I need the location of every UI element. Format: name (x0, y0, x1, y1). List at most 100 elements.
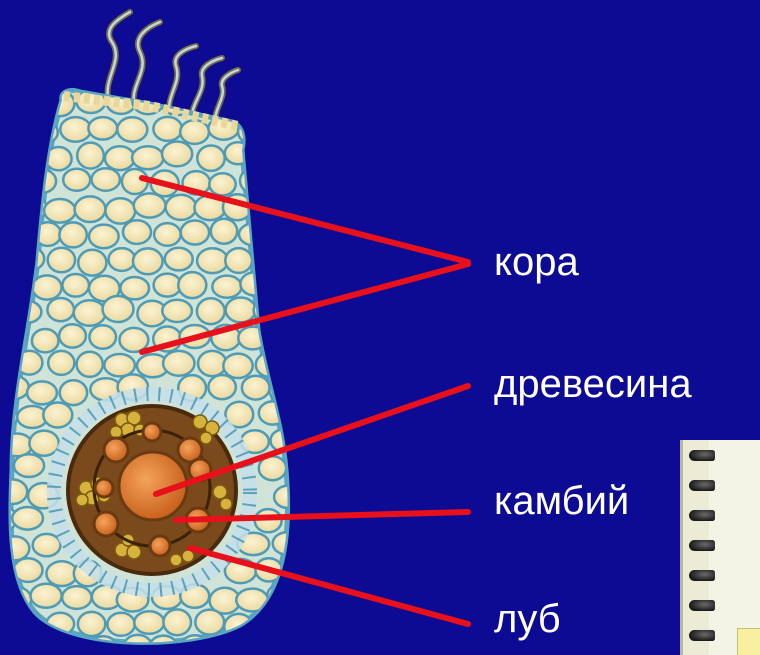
cortex-cell (32, 275, 61, 299)
cortex-cell (165, 248, 193, 271)
cortex-cell (13, 143, 43, 168)
cortex-cell (78, 612, 105, 636)
cortex-cell (134, 193, 166, 217)
cortex-cell (270, 169, 299, 195)
cortex-cell (33, 638, 62, 655)
cortex-cell (47, 298, 74, 321)
cortex-cell (0, 610, 16, 635)
cortex-cell (78, 250, 106, 276)
cortex-cell (0, 141, 14, 164)
cortex-cell (0, 479, 27, 504)
notebook-page (709, 440, 760, 655)
cortex-cell (267, 584, 298, 606)
cortex-cell (225, 142, 251, 164)
cortex-cell (166, 195, 197, 220)
cortex-cell (271, 636, 301, 655)
cortex-cell (197, 146, 224, 171)
cortex-cell (269, 275, 298, 298)
cortex-cell (134, 611, 164, 634)
cortex-cell (240, 169, 266, 193)
cortex-cell (0, 376, 29, 399)
cortex-cell (180, 120, 209, 144)
cortex-cell (163, 351, 194, 376)
cortex-cell (153, 117, 182, 141)
cortex-cell (149, 636, 178, 655)
notebook-ring (689, 630, 715, 641)
cortex-cell (198, 351, 226, 376)
cortex-cell (242, 376, 270, 400)
cortex-cell (14, 454, 44, 477)
cortex-cell (270, 221, 298, 243)
cortex-cell (163, 609, 191, 635)
cortex-cell (107, 613, 134, 636)
spiral-notebook-corner (680, 440, 760, 655)
cortex-cell (63, 169, 90, 191)
cortex-cell (154, 223, 181, 246)
cortex-cell (239, 223, 270, 245)
cortex-cell (103, 296, 134, 322)
cortex-cell (0, 93, 13, 116)
cortex-cell (105, 198, 135, 223)
cortex-cell (77, 143, 104, 169)
cortex-cell (29, 431, 58, 456)
cortex-cell (2, 275, 29, 299)
cortex-cell (88, 117, 117, 139)
cortex-cell (89, 325, 116, 349)
cortex-cell (29, 170, 56, 193)
cortex-cell (162, 142, 192, 167)
cortex-cell (257, 91, 284, 116)
notebook-sticker (737, 628, 760, 655)
cortex-cell (0, 250, 13, 272)
cortex-cell (119, 328, 148, 352)
cortex-cell (239, 639, 266, 655)
cortex-cell (43, 403, 72, 428)
cortex-cell (32, 329, 59, 352)
cortex-cell (1, 587, 32, 612)
label-drevesina: древесина (494, 362, 692, 406)
cortex-cell (132, 146, 163, 169)
cortex-cell (60, 117, 91, 142)
cortex-cell (236, 589, 268, 612)
cortex-cell (225, 248, 252, 273)
notebook-ring (689, 480, 715, 491)
cortex-cell (75, 196, 106, 222)
cortex-cell (30, 584, 61, 608)
cortex-cell (0, 195, 14, 221)
cortex-cell (208, 375, 235, 399)
cortex-cell (162, 300, 192, 322)
cortex-cell (105, 146, 135, 170)
label-lub: луб (494, 597, 561, 641)
cortex-cell (212, 276, 241, 298)
cortex-cell (48, 248, 75, 273)
cortex-cell (16, 247, 44, 270)
cortex-cell (123, 220, 151, 244)
cortex-cell (2, 434, 33, 457)
cortex-cell (133, 248, 163, 274)
cortex-cell (12, 507, 43, 530)
cortex-cell (0, 302, 15, 324)
cortex-cell (17, 91, 43, 117)
cortex-cell (0, 223, 27, 245)
cortex-cell (197, 248, 228, 273)
label-kambiy: камбий (494, 479, 629, 523)
cortex-cell (109, 248, 136, 271)
cortex-cell (89, 225, 119, 249)
cortex-cell (223, 354, 252, 378)
cortex-cell (259, 401, 287, 424)
notebook-ring (689, 510, 715, 521)
cortex-cell (48, 351, 74, 375)
cortex-cell (207, 639, 238, 655)
cortex-cell (117, 117, 147, 142)
cortex-cell (74, 300, 106, 325)
cortex-cell (259, 249, 287, 272)
cortex-cell (178, 272, 206, 298)
cortex-cell (209, 173, 235, 195)
cortex-cell (92, 168, 120, 190)
cortex-cell (0, 640, 27, 655)
cortex-cell (59, 324, 86, 347)
notebook-ring (689, 450, 715, 461)
cortex-cell (60, 380, 87, 405)
cortex-cell (1, 167, 29, 191)
cortex-cell (255, 147, 286, 170)
